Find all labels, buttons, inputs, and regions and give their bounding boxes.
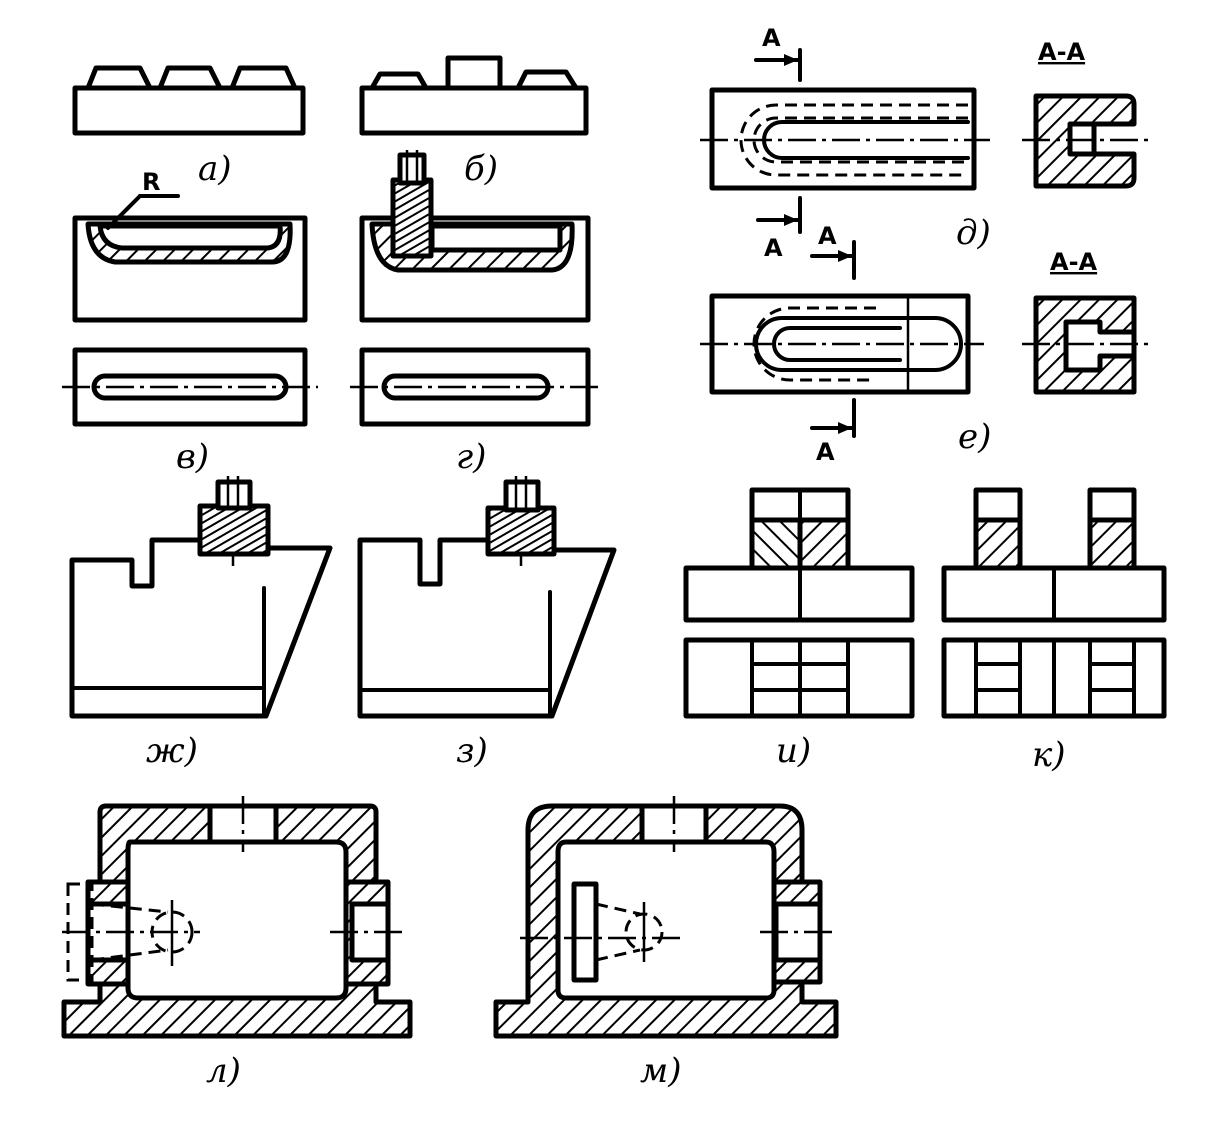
variant-l-drawing [61,796,413,1039]
section-mark-d-top: А [762,24,781,52]
caption-m: м) [640,1051,681,1091]
variant-a-drawing [72,65,306,136]
caption-v: в) [176,437,209,477]
caption-e: е) [958,417,991,457]
caption-z: з) [456,731,488,771]
caption-i: и) [776,731,811,771]
section-mark-e-bottom: А [816,438,835,466]
section-mark-d-bottom: А [764,234,783,262]
variant-m-drawing [493,796,839,1039]
variant-zh-drawing [69,476,333,719]
caption-a: а) [198,149,232,189]
variant-i-drawing [683,487,915,719]
variant-e-drawing: А А А-А [700,222,1148,466]
section-mark-e-top: А [818,222,837,250]
caption-l: л) [206,1051,241,1091]
caption-d: д) [956,213,991,253]
caption-b: б) [464,149,498,189]
caption-g: г) [456,437,486,477]
variant-g-drawing [350,150,600,427]
variant-k-drawing [941,487,1167,719]
radius-label: R [142,168,160,196]
section-title-d: А-А [1038,38,1086,66]
variant-v-drawing: R [62,168,318,427]
caption-k: к) [1032,735,1066,775]
variant-z-drawing [357,476,617,719]
caption-zh: ж) [146,731,198,771]
variant-b-drawing [359,55,589,136]
section-title-e: А-А [1050,248,1098,276]
variant-d-drawing: А А А-А [700,24,1148,262]
